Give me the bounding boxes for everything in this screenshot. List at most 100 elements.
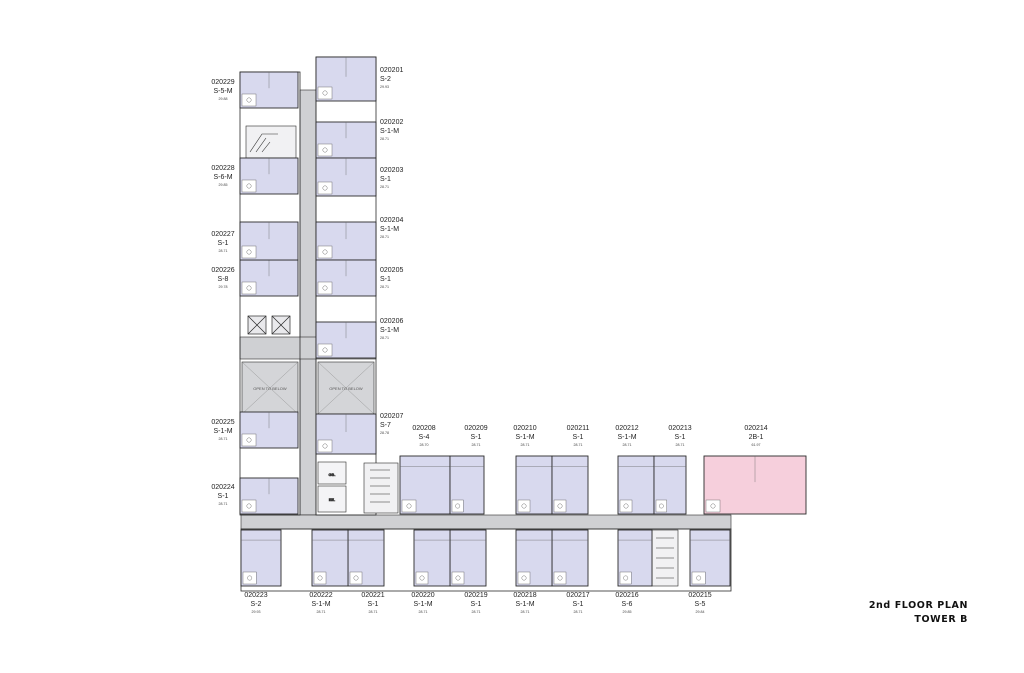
unit-020209[interactable]: [449, 455, 485, 515]
toilet-fixture-icon: [247, 575, 253, 581]
toilet-fixture-icon: [623, 503, 629, 509]
electrical-room-label: EE.: [329, 497, 335, 502]
unit-number: 020229: [211, 79, 234, 86]
unit-area: 28.71: [574, 443, 583, 447]
unit-020226[interactable]: [239, 259, 299, 297]
unit-020204[interactable]: [315, 221, 377, 261]
unit-020224[interactable]: [239, 477, 299, 515]
bathroom-pod: [451, 499, 464, 513]
unit-number: 020224: [211, 484, 234, 491]
unit-020213[interactable]: [653, 455, 687, 515]
toilet-fixture-icon: [623, 575, 629, 581]
toilet-fixture-icon: [322, 285, 328, 291]
unit-020220[interactable]: [413, 529, 451, 587]
unit-020221[interactable]: [347, 529, 385, 587]
horizontal-corridor: [240, 514, 732, 530]
unit-number: 020210: [513, 425, 536, 432]
unit-type: S-6: [622, 601, 633, 608]
bathroom-pod: [317, 86, 333, 100]
toilet-fixture-icon: [353, 575, 359, 581]
bathroom-pod: [241, 245, 257, 259]
unit-number: 020218: [513, 592, 536, 599]
unit-020207[interactable]: [315, 413, 377, 455]
unit-type: S-2: [380, 76, 391, 83]
toilet-fixture-icon: [557, 503, 563, 509]
unit-area: 28.71: [369, 610, 378, 614]
unit-020225[interactable]: [239, 411, 299, 449]
unit-number: 020227: [211, 231, 234, 238]
unit-number: 020222: [309, 592, 332, 599]
bathroom-pod: [317, 439, 333, 453]
unit-020217[interactable]: [551, 529, 589, 587]
unit-020228[interactable]: [239, 157, 299, 195]
toilet-fixture-icon: [419, 575, 425, 581]
plan-title-floor: 2nd FLOOR PLAN: [868, 600, 968, 611]
bathroom-pod: [451, 571, 465, 585]
unit-type: S-1: [573, 434, 584, 441]
unit-number: 020217: [566, 592, 589, 599]
unit-type: S-1-M: [380, 327, 399, 334]
unit-number: 020221: [361, 592, 384, 599]
unit-020202[interactable]: [315, 121, 377, 159]
unit-number: 020228: [211, 165, 234, 172]
unit-area: 29.84: [696, 610, 705, 614]
unit-020205[interactable]: [315, 259, 377, 297]
unit-area: 28.71: [521, 443, 530, 447]
unit-area: 28.70: [420, 443, 429, 447]
service-rooms: GB. EE.: [317, 461, 347, 513]
unit-type: S-1-M: [380, 226, 399, 233]
bathroom-pod: [415, 571, 429, 585]
unit-number: 020203: [380, 167, 403, 174]
unit-number: 020208: [412, 425, 435, 432]
unit-020227[interactable]: [239, 221, 299, 261]
unit-020219[interactable]: [449, 529, 487, 587]
toilet-fixture-icon: [696, 575, 702, 581]
unit-020215[interactable]: [689, 529, 731, 587]
bathroom-pod: [655, 499, 667, 513]
unit-type: S-1: [471, 434, 482, 441]
unit-area: 29.85: [623, 610, 632, 614]
unit-020210[interactable]: [515, 455, 553, 515]
unit-type: S-1-M: [515, 434, 534, 441]
unit-020218[interactable]: [515, 529, 553, 587]
bathroom-pod: [241, 93, 257, 107]
unit-020212[interactable]: [617, 455, 655, 515]
unit-type: S-1: [218, 493, 229, 500]
unit-020229[interactable]: [239, 71, 299, 109]
unit-type: S-1-M: [617, 434, 636, 441]
unit-020201[interactable]: [315, 56, 377, 102]
unit-number: 020225: [211, 419, 234, 426]
unit-020211[interactable]: [551, 455, 589, 515]
unit-type: S-5: [695, 601, 706, 608]
unit-area: 29.78: [219, 285, 228, 289]
toilet-fixture-icon: [322, 90, 328, 96]
unit-020206[interactable]: [315, 321, 377, 359]
unit-020216[interactable]: [617, 529, 653, 587]
bathroom-pod: [242, 571, 257, 585]
unit-020223[interactable]: [240, 529, 282, 587]
bathroom-pod: [241, 281, 257, 295]
unit-020208[interactable]: [399, 455, 451, 515]
unit-020214[interactable]: [703, 455, 807, 515]
unit-number: 020205: [380, 267, 403, 274]
unit-number: 020213: [668, 425, 691, 432]
unit-number: 020223: [244, 592, 267, 599]
unit-020203[interactable]: [315, 157, 377, 197]
unit-area: 28.71: [623, 443, 632, 447]
unit-type: S-1: [380, 276, 391, 283]
unit-020222[interactable]: [311, 529, 349, 587]
unit-number: 020201: [380, 67, 403, 74]
unit-area: 29.85: [219, 183, 228, 187]
unit-area: 28.71: [219, 437, 228, 441]
bathroom-pod: [705, 499, 721, 513]
